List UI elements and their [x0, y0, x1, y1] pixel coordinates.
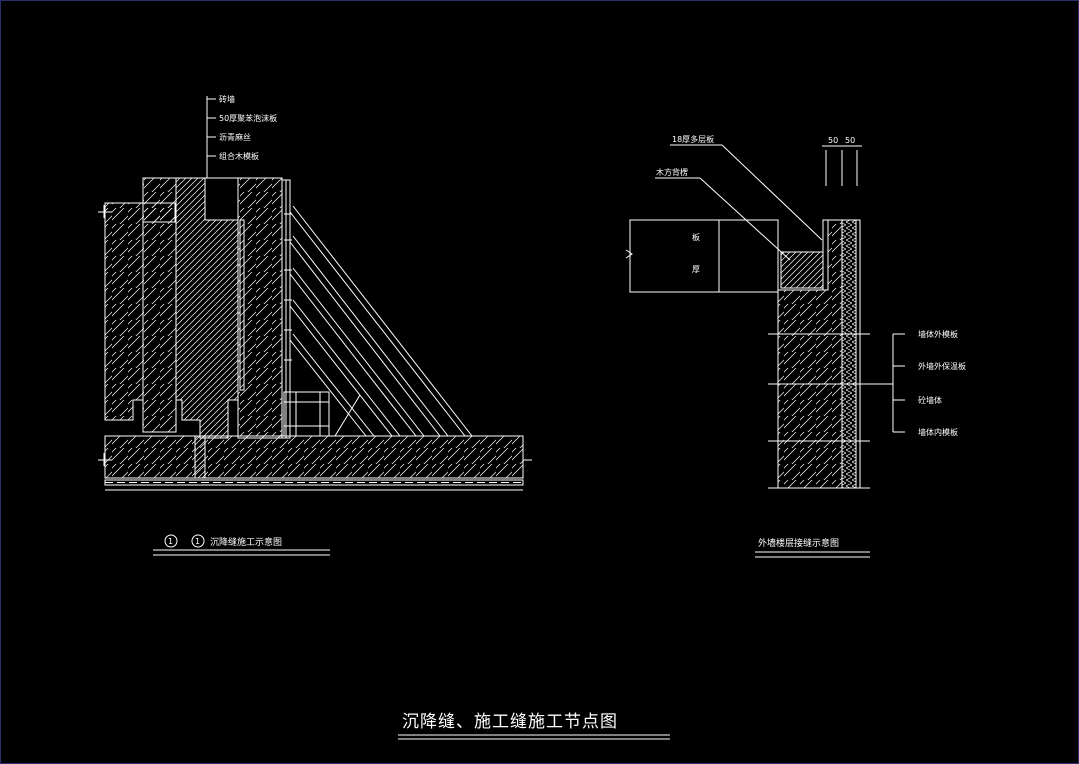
support-frame: [283, 391, 330, 437]
drawing-title: 沉降缝、施工缝施工节点图: [402, 712, 618, 732]
slab-mark-a: 板: [692, 232, 700, 242]
top-recess: [204, 177, 239, 221]
insulation-board: [841, 219, 857, 489]
outer-form: [855, 219, 861, 489]
detail-mark-a-text: 1: [168, 537, 173, 546]
right-callout-leaders: [655, 144, 905, 433]
left-caption: 沉降缝施工示意图: [210, 536, 282, 548]
callout-plywood: 18厚多层板: [672, 134, 714, 144]
callout-text-0: 砖墙: [219, 94, 235, 104]
side-callout-0: 墙体外模板: [918, 329, 958, 339]
wall-insulation-strip: [239, 219, 245, 391]
right-caption: 外墙楼层接缝示意图: [758, 537, 839, 549]
detail-mark-a: [164, 534, 178, 548]
detail-mark-b-text: 1: [195, 537, 200, 546]
left-callout-leaders: [206, 96, 216, 178]
right-detail: [625, 144, 905, 558]
plywood-form: [822, 219, 829, 291]
detail-mark-b: [191, 534, 205, 548]
side-callout-3: 墙体内模板: [918, 427, 958, 437]
diagonal-braces: [289, 205, 473, 437]
callout-text-1: 50厚聚苯泡沫板: [219, 113, 277, 123]
right-wall: [237, 177, 283, 439]
callout-text-3: 组合木模板: [219, 151, 259, 161]
slab-mark-b: 厚: [692, 265, 700, 274]
side-callout-1: 外墙外保温板: [918, 361, 966, 371]
side-callout-2: 砼墙体: [918, 395, 942, 405]
left-wall: [142, 177, 177, 433]
dimension-a: 50: [828, 136, 838, 145]
callout-timber: 木方背楞: [656, 167, 688, 177]
dimension-b: 50: [845, 136, 855, 145]
base-slab: [104, 435, 524, 479]
floor-slab-section: [629, 219, 779, 293]
left-detail: [98, 96, 532, 556]
callout-text-2: 沥青麻丝: [219, 132, 251, 142]
